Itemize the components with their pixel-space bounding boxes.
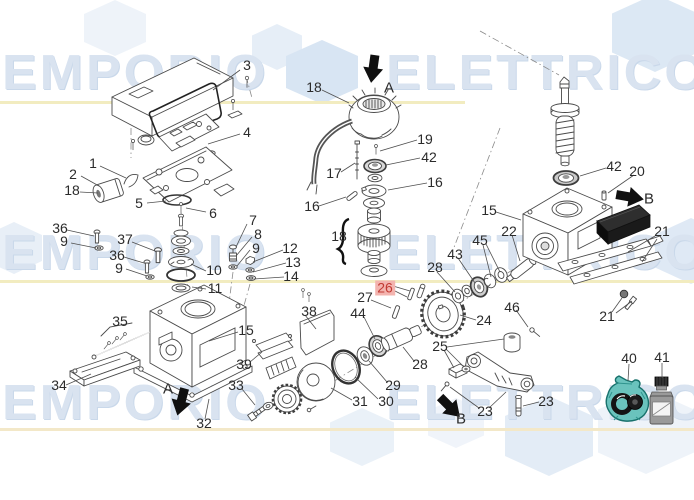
cover-clip — [227, 110, 243, 119]
o-ring — [162, 194, 192, 206]
oil-seal-ring — [331, 349, 361, 385]
release-lever — [448, 332, 535, 393]
pin-26 — [407, 287, 415, 301]
leader-lines — [65, 69, 663, 420]
base-plate — [142, 146, 235, 203]
ball-bearing-43 — [469, 276, 489, 298]
limit-plates — [252, 332, 297, 380]
pin-27 — [391, 305, 401, 319]
group-brace-18 — [335, 217, 350, 266]
drain-bolt — [245, 256, 257, 281]
cover-gasket — [148, 82, 222, 139]
direction-arrow-a-top — [361, 53, 385, 85]
breather-plug — [228, 244, 238, 270]
rubber-buffer — [596, 204, 651, 245]
spring-clip — [123, 173, 139, 188]
stator-winding — [348, 87, 402, 140]
gearbox-housing-left — [133, 284, 253, 403]
bracket-screws-21 — [619, 289, 638, 311]
drive-shaft — [380, 325, 422, 352]
worm-shaft — [550, 76, 580, 167]
motor-cylinder — [92, 178, 124, 203]
ball-bearing-42 — [552, 170, 580, 186]
pin-26 — [416, 283, 426, 299]
watermark-underline — [0, 428, 694, 431]
flange-cover — [296, 362, 336, 413]
key-16 — [346, 191, 358, 201]
lever-pin-23 — [515, 394, 522, 417]
seal-bag — [605, 375, 650, 422]
bearing-stack — [166, 213, 196, 293]
pinion-bolt — [247, 405, 267, 422]
output-gear — [420, 289, 466, 339]
washer-45 — [483, 273, 497, 289]
pinion-gear — [271, 383, 303, 415]
ball-bearing-42 — [363, 158, 387, 174]
control-board — [158, 113, 220, 152]
grease-bottle — [649, 376, 674, 425]
rotor-gear — [357, 223, 391, 254]
screw-23 — [440, 381, 450, 392]
power-cable — [306, 118, 353, 195]
mounting-bracket — [69, 351, 141, 387]
screw-46 — [529, 327, 541, 337]
bushing — [367, 207, 381, 224]
stud-17 — [354, 140, 360, 180]
motor-cover — [111, 57, 234, 137]
fixing-brackets — [557, 235, 664, 285]
pin-20 — [601, 190, 607, 201]
side-plate — [299, 288, 335, 356]
watermark-underline — [0, 280, 694, 283]
washer-28 — [451, 288, 465, 304]
washer-29 — [356, 346, 374, 366]
tab-washer-16 — [361, 184, 387, 198]
direction-arrow-b-top — [614, 184, 646, 210]
bushing — [367, 249, 381, 265]
screw-set-35 — [100, 322, 133, 351]
